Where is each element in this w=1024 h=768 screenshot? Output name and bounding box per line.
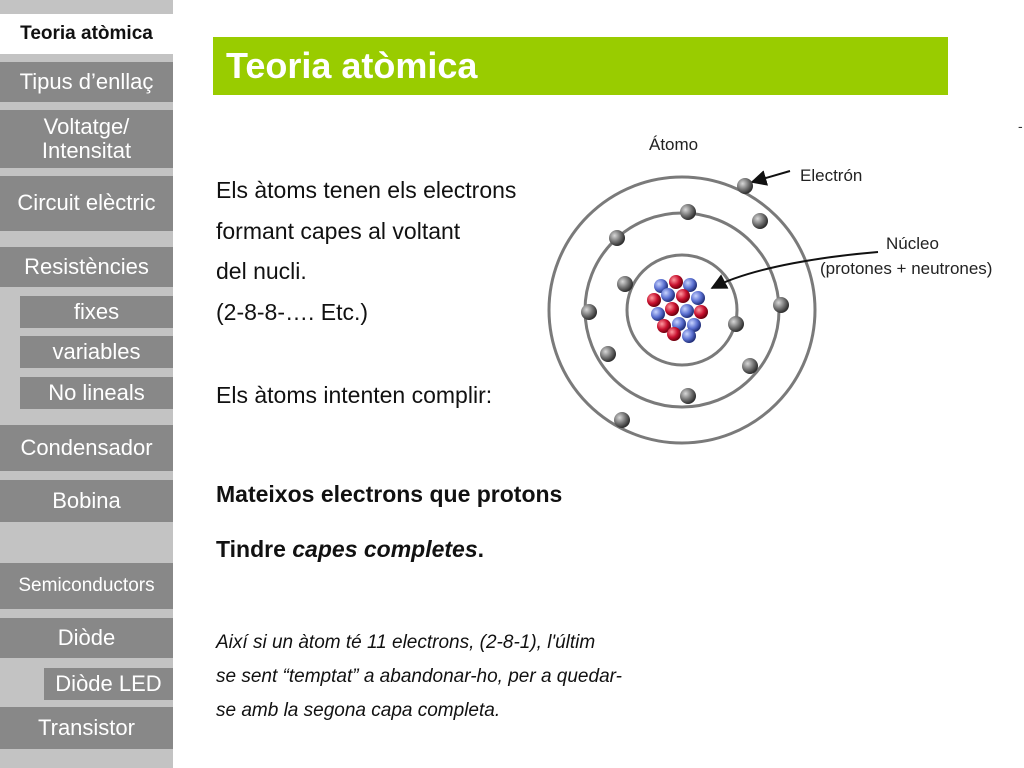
- electron-arrow: [750, 170, 791, 186]
- atom-diagram: Átomo Electrón Núcleo (protones + neutro…: [547, 135, 992, 445]
- intro-line-3: del nucli.: [216, 258, 307, 284]
- nucleus-label: Núcleo: [886, 234, 939, 253]
- nav-no-lineals[interactable]: No lineals: [20, 377, 173, 409]
- rule-2-suffix: .: [477, 536, 485, 562]
- intro-line-4: (2-8-8-…. Etc.): [216, 298, 369, 325]
- nav-semiconductors[interactable]: Semiconductors: [0, 563, 173, 609]
- electrons: [581, 178, 789, 428]
- nav-transistor[interactable]: Transistor: [0, 707, 173, 749]
- example-text: Així si un àtom té 11 electrons, (2-8-1)…: [216, 626, 622, 728]
- nav-condensador[interactable]: Condensador: [0, 425, 173, 471]
- nucleus-sublabel: (protones + neutrones): [820, 259, 992, 278]
- intent-text: Els àtoms intenten complir:: [216, 382, 493, 408]
- intro-line-1: Els àtoms tenen els electrons: [216, 177, 517, 203]
- diagram-title: Átomo: [649, 135, 698, 154]
- rule-2-emphasis: capes completes: [292, 536, 478, 562]
- electron-label: Electrón: [800, 166, 862, 185]
- rule-1: Mateixos electrons que protons: [216, 481, 563, 507]
- nav-resistencies[interactable]: Resistències: [0, 247, 173, 287]
- rule-2: Tindre capes completes.: [216, 536, 484, 563]
- example-line-1: Així si un àtom té 11 electrons, (2-8-1)…: [216, 632, 596, 653]
- nav-teoria-atomica[interactable]: Teoria atòmica: [0, 14, 173, 54]
- intro-line-2: formant capes al voltant: [216, 217, 461, 244]
- nav-bobina[interactable]: Bobina: [0, 480, 173, 522]
- orbit-inner: [625, 253, 739, 367]
- page-title: Teoria atòmica: [213, 37, 948, 95]
- nav-diode-led[interactable]: Diòde LED: [44, 668, 173, 700]
- example-line-2: se sent “temptat” a abandonar-ho, per a …: [216, 666, 622, 687]
- nav-circuit-electric[interactable]: Circuit elèctric: [0, 176, 173, 231]
- rule-2-prefix: Tindre: [216, 536, 293, 562]
- nav-voltatge-intensitat[interactable]: Voltatge/ Intensitat: [0, 110, 173, 168]
- nav-diode[interactable]: Diòde: [0, 618, 173, 658]
- intro-text: Els àtoms tenen els electrons formant ca…: [216, 170, 516, 332]
- nav-tipus-enllac[interactable]: Tipus d’enllaç: [0, 62, 173, 102]
- sidebar: Teoria atòmica Tipus d’enllaç Voltatge/ …: [0, 0, 173, 768]
- example-line-3: se amb la segona capa completa.: [216, 700, 501, 721]
- nav-variables[interactable]: variables: [20, 336, 173, 368]
- nucleus: [647, 275, 708, 343]
- orbit-outer: [547, 175, 817, 445]
- nav-fixes[interactable]: fixes: [20, 296, 173, 328]
- dash-mark: -: [1018, 118, 1023, 134]
- nucleus-arrow: [710, 251, 879, 289]
